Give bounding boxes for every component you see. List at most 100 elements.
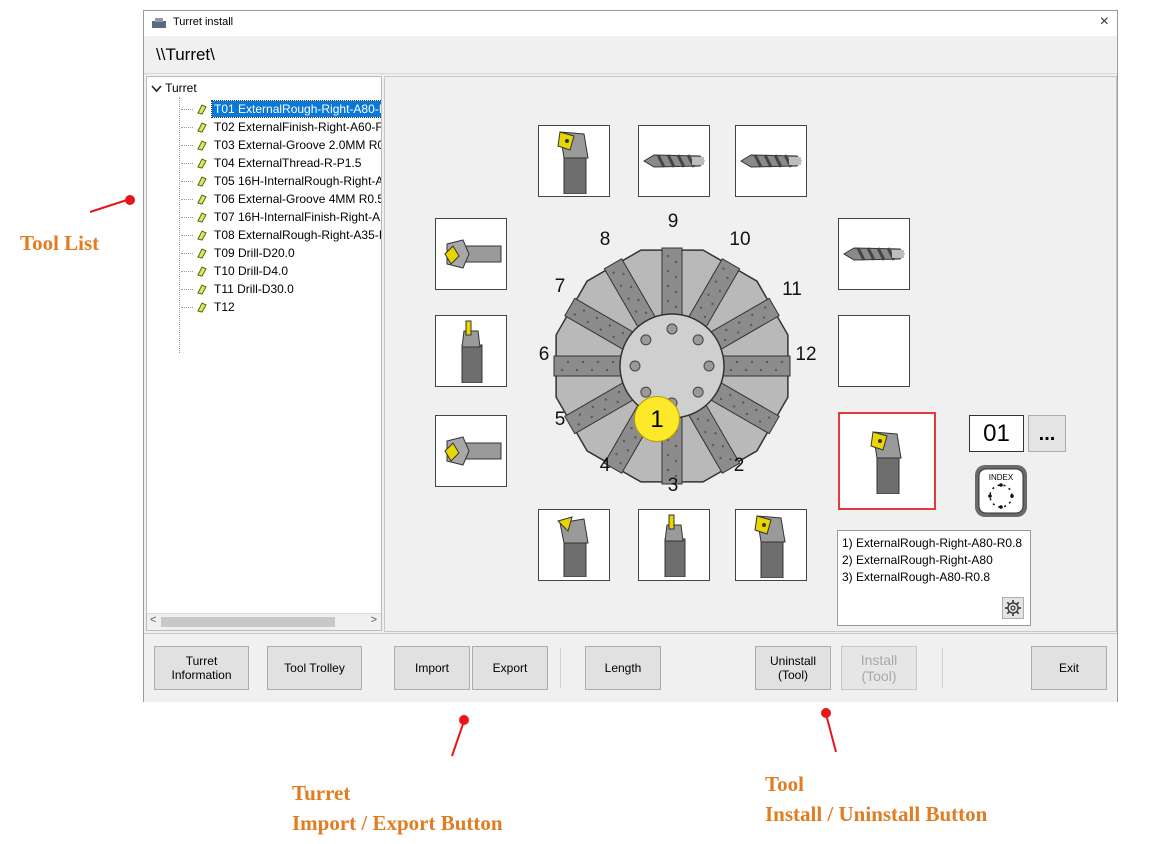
- tree-item[interactable]: T03 External-Groove 2.0MM R0: [181, 136, 382, 154]
- turret-information-button[interactable]: Turret Information: [154, 646, 249, 690]
- gear-icon: [1005, 600, 1021, 616]
- turning-tool-icon: [754, 515, 786, 578]
- install-tool-button[interactable]: Install (Tool): [841, 646, 917, 690]
- tree-item[interactable]: T01 ExternalRough-Right-A80-I: [181, 100, 381, 118]
- tool-description-1: 1) ExternalRough-Right-A80-R0.8: [842, 536, 1023, 550]
- tree-item[interactable]: T04 ExternalThread-R-P1.5: [181, 154, 363, 172]
- import-export-annotation: Import / Export Button: [292, 811, 503, 835]
- breadcrumb: \\Turret\: [144, 36, 1117, 74]
- tool-slot-1[interactable]: [838, 412, 936, 510]
- tree-item[interactable]: T08 ExternalRough-Right-A35-I: [181, 226, 381, 244]
- insert-icon: [197, 104, 207, 115]
- chevron-down-icon[interactable]: [151, 85, 162, 93]
- exit-button[interactable]: Exit: [1031, 646, 1107, 690]
- tool-slot-10[interactable]: [735, 125, 807, 197]
- tree-connector: [181, 126, 193, 128]
- insert-icon: [197, 230, 207, 241]
- tree-item[interactable]: T07 16H-InternalFinish-Right-A: [181, 208, 381, 226]
- scroll-left-icon[interactable]: <: [150, 614, 157, 626]
- length-button[interactable]: Length: [585, 646, 661, 690]
- tree-connector: [181, 198, 193, 200]
- position-number: 8: [600, 229, 611, 250]
- tree-item[interactable]: T02 ExternalFinish-Right-A60-F: [181, 118, 382, 136]
- settings-button[interactable]: [1002, 597, 1024, 619]
- insert-icon: [197, 194, 207, 205]
- position-number: 2: [734, 455, 745, 476]
- tree-item-label: T12: [214, 300, 235, 314]
- index-label: INDEX: [989, 473, 1014, 482]
- tree-connector: [181, 306, 193, 308]
- scroll-thumb[interactable]: [161, 617, 335, 627]
- index-button[interactable]: INDEX: [973, 463, 1029, 519]
- bolt-hole: [666, 323, 678, 335]
- insert-icon: [197, 212, 207, 223]
- tool-description-2: 2) ExternalRough-Right-A80: [842, 553, 993, 567]
- tree-item[interactable]: T10 Drill-D4.0: [181, 262, 290, 280]
- tool-slot-9[interactable]: [638, 125, 710, 197]
- current-position-indicator: 1: [634, 396, 680, 442]
- tree-item[interactable]: T12: [181, 298, 237, 316]
- tool-slot-3[interactable]: [638, 509, 710, 581]
- scroll-right-icon[interactable]: >: [370, 614, 377, 626]
- turning-tool-icon: [870, 431, 902, 494]
- boring-bar-icon: [444, 436, 502, 466]
- position-number: 6: [539, 344, 550, 365]
- tool-list-tree[interactable]: Turret T01 ExternalRough-Right-A80-I T02 …: [146, 76, 382, 631]
- insert-icon: [197, 140, 207, 151]
- import-button[interactable]: Import: [394, 646, 470, 690]
- drill-icon: [843, 247, 905, 261]
- browse-tool-button[interactable]: ...: [1028, 415, 1066, 452]
- app-icon: [152, 18, 166, 28]
- tree-item[interactable]: T05 16H-InternalRough-Right-A: [181, 172, 381, 190]
- tree-item[interactable]: T11 Drill-D30.0: [181, 280, 296, 298]
- tree-item-label: T06 External-Groove 4MM R0.5: [214, 192, 382, 206]
- tree-item[interactable]: T09 Drill-D20.0: [181, 244, 297, 262]
- horizontal-scrollbar[interactable]: < >: [147, 613, 381, 630]
- tool-slot-8[interactable]: [538, 125, 610, 197]
- grooving-tool-icon: [461, 320, 483, 383]
- tree-item-label: T03 External-Groove 2.0MM R0: [214, 138, 382, 152]
- tool-slot-6[interactable]: [435, 315, 507, 387]
- tree-connector: [181, 252, 193, 254]
- insert-icon: [197, 266, 207, 277]
- divider: [560, 648, 561, 688]
- tool-slot-12[interactable]: [838, 315, 910, 387]
- tool-slot-2[interactable]: [735, 509, 807, 581]
- tool-slot-11[interactable]: [838, 218, 910, 290]
- tool-slot-5[interactable]: [435, 415, 507, 487]
- tool-slot-4[interactable]: [538, 509, 610, 581]
- export-button[interactable]: Export: [472, 646, 548, 690]
- tool-trolley-button[interactable]: Tool Trolley: [267, 646, 362, 690]
- tree-connector: [181, 108, 193, 110]
- tree-item[interactable]: T06 External-Groove 4MM R0.5: [181, 190, 382, 208]
- window-title: Turret install: [173, 16, 234, 28]
- tree-connector: [181, 234, 193, 236]
- position-number: 5: [555, 409, 566, 430]
- insert-icon: [197, 158, 207, 169]
- tree-connector: [181, 144, 193, 146]
- tool-list-annotation: Tool List: [20, 231, 100, 255]
- bolt-hole: [692, 334, 704, 346]
- bottom-toolbar: Turret Information Tool Trolley Import E…: [144, 633, 1117, 702]
- tree-item-label: T02 ExternalFinish-Right-A60-F: [214, 120, 382, 134]
- boring-bar-icon: [444, 239, 502, 269]
- tool-station: [713, 355, 791, 377]
- grooving-tool-icon: [664, 514, 686, 577]
- position-number: 3: [668, 475, 679, 496]
- tree-connector: [181, 180, 193, 182]
- uninstall-tool-button[interactable]: Uninstall (Tool): [755, 646, 831, 690]
- tool-description-list: 1) ExternalRough-Right-A80-R0.8 2) Exter…: [837, 530, 1031, 626]
- close-icon[interactable]: ×: [1099, 13, 1109, 30]
- position-number: 11: [782, 279, 802, 300]
- drill-icon: [643, 154, 705, 168]
- title-bar: Turret install ×: [144, 11, 1117, 36]
- tree-connector: [181, 288, 193, 290]
- turning-tool-icon: [557, 131, 589, 194]
- tool-slot-7[interactable]: [435, 218, 507, 290]
- tree-connector: [179, 97, 180, 353]
- tree-connector: [181, 216, 193, 218]
- annotation-pin: [125, 195, 135, 205]
- tree-root[interactable]: Turret: [151, 81, 197, 95]
- position-number: 7: [555, 276, 566, 297]
